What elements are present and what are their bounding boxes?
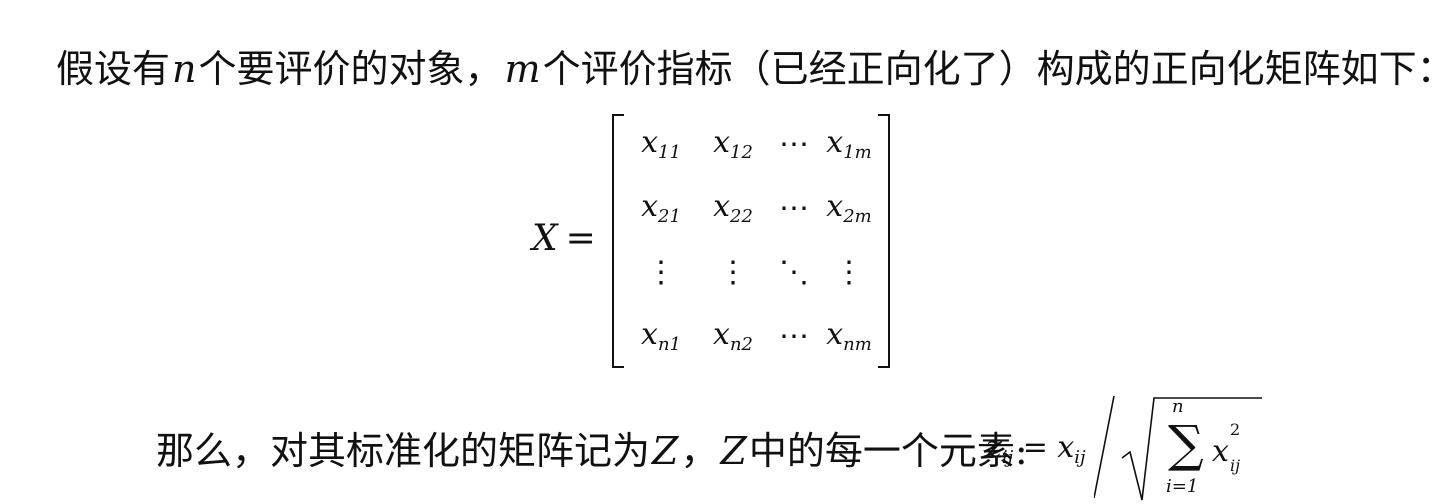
term-x: x	[1212, 434, 1229, 469]
element-subscript: 21	[658, 206, 681, 227]
matrix-element-1-3: x2m	[820, 189, 878, 227]
element-subscript: n2	[729, 334, 753, 355]
element-subscript: 2m	[843, 206, 872, 227]
element-base: x	[826, 125, 844, 160]
sum-symbol: ∑	[1168, 415, 1204, 473]
conclusion-text-2: ，	[680, 429, 719, 473]
division-slash	[1094, 396, 1115, 499]
matrix-ellipsis-2-0: ⋮	[624, 255, 698, 290]
element-base: x	[713, 189, 730, 224]
element-subscript: nm	[843, 334, 872, 355]
element-base: x	[713, 317, 730, 352]
intro-text-1: 假设有	[56, 47, 171, 91]
element-base: x	[641, 189, 658, 224]
matrix-ellipsis-2-1: ⋮	[698, 255, 768, 290]
ellipsis-symbol: ⋯	[779, 126, 809, 162]
element-base: x	[713, 125, 730, 160]
formula-x-sub: ij	[1074, 447, 1086, 468]
matrix-lhs: X=	[530, 219, 596, 259]
intro-text-2: 个要评价的对象，	[198, 47, 503, 91]
matrix-element-3-0: xn1	[624, 317, 698, 355]
conclusion-text-3: 中的每一个元素:	[748, 429, 1028, 473]
term-sup: 2	[1230, 420, 1241, 439]
matrix-element-0-1: x12	[698, 125, 768, 163]
ellipsis-symbol: ⋮	[718, 254, 748, 290]
var-z-2: Z	[720, 429, 747, 473]
matrix-ellipsis-2-2: ⋱	[768, 255, 820, 290]
left-bracket	[612, 114, 624, 368]
matrix-var-x: X	[532, 218, 558, 259]
normalization-formula: zij = xij n ∑ i=1 x 2 ij	[986, 396, 1266, 504]
formula-z-sub: ij	[1001, 447, 1014, 468]
radical-sign	[1121, 397, 1262, 501]
intro-text-3: 个评价指标（已经正向化了）构成的正向化矩阵如下：	[542, 47, 1447, 91]
right-bracket	[878, 114, 890, 368]
matrix-ellipsis-3-2: ⋯	[768, 319, 820, 354]
matrix-element-1-1: x22	[698, 189, 768, 227]
element-subscript: 22	[730, 206, 753, 227]
matrix-ellipsis-1-2: ⋯	[768, 191, 820, 226]
element-subscript: 1m	[843, 142, 872, 163]
term-sub: ij	[1230, 456, 1241, 475]
element-base: x	[641, 317, 658, 352]
squared-term: x 2 ij	[1212, 420, 1240, 475]
formula-x: x	[1057, 430, 1075, 465]
var-m: m	[504, 47, 541, 91]
var-n: n	[172, 47, 197, 91]
ellipsis-symbol: ⋮	[646, 254, 676, 290]
element-base: x	[826, 317, 844, 352]
conclusion-sentence: 那么，对其标准化的矩阵记为Z，Z中的每一个元素:	[156, 422, 1028, 480]
intro-sentence: 假设有n个要评价的对象，m个评价指标（已经正向化了）构成的正向化矩阵如下：	[56, 40, 1447, 98]
sum-upper-limit: n	[1172, 396, 1184, 417]
matrix-element-3-1: xn2	[698, 317, 768, 355]
formula-z: z	[986, 430, 1002, 465]
conclusion-text-1: 那么，对其标准化的矩阵记为	[156, 429, 651, 473]
formula-equals: =	[1013, 430, 1058, 465]
matrix-element-1-0: x21	[624, 189, 698, 227]
ellipsis-symbol: ⋯	[779, 318, 809, 354]
slash-and-radical	[1094, 396, 1262, 501]
matrix-element-0-0: x11	[624, 125, 698, 163]
ellipsis-symbol: ⋮	[834, 254, 864, 290]
ellipsis-symbol: ⋯	[779, 190, 809, 226]
element-subscript: 12	[730, 142, 753, 163]
matrix-ellipsis-0-2: ⋯	[768, 127, 820, 162]
element-base: x	[641, 125, 658, 160]
equals-sign: =	[565, 218, 596, 259]
var-z-1: Z	[652, 429, 679, 473]
element-subscript: 11	[658, 142, 681, 163]
element-subscript: n1	[657, 334, 681, 355]
matrix-element-0-3: x1m	[820, 125, 878, 163]
sum-lower-limit: i=1	[1166, 476, 1199, 497]
matrix-ellipsis-2-3: ⋮	[820, 255, 878, 290]
ellipsis-symbol: ⋱	[779, 254, 809, 290]
element-base: x	[826, 189, 844, 224]
matrix-element-3-3: xnm	[820, 317, 878, 355]
formula-lhs: zij = xij	[986, 430, 1086, 468]
